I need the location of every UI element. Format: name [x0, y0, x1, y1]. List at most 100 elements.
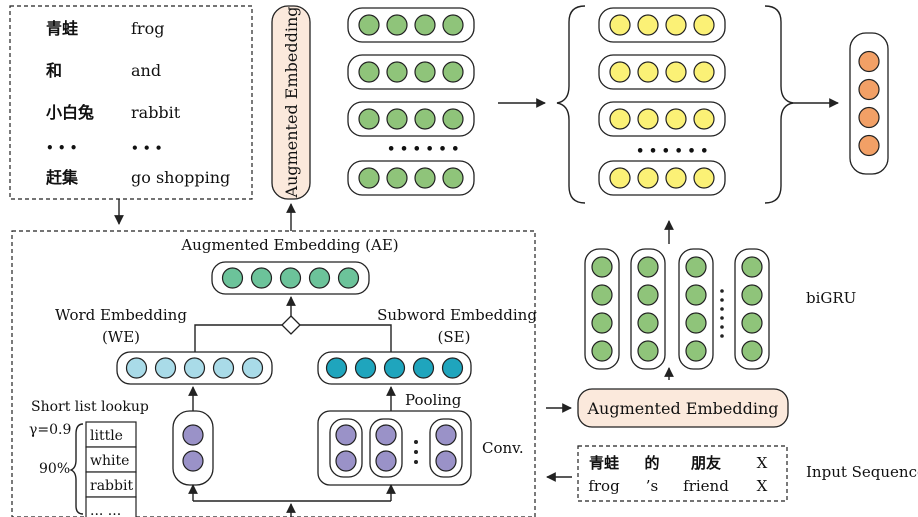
bigru-col-node	[741, 256, 763, 278]
bigru-col-node	[685, 312, 707, 334]
vocab-en-1: and	[131, 61, 161, 80]
vocab-zh-1: 和	[46, 61, 62, 80]
we-node	[241, 357, 264, 379]
green-row-node	[414, 14, 436, 36]
augmented-vertical-label: Augmented Embedding	[282, 7, 301, 199]
output-col-node	[858, 106, 880, 129]
we-node	[183, 357, 206, 379]
green-row-node	[442, 61, 464, 83]
input-zh-token: 青蛙	[589, 454, 619, 472]
ae-node	[337, 267, 360, 289]
conv-label: Conv.	[482, 439, 524, 457]
bigru-col-node	[637, 284, 659, 306]
se-node	[441, 357, 464, 379]
bigru-col-node	[591, 256, 613, 278]
green-row-node	[358, 167, 380, 189]
green-row-frame	[347, 7, 475, 43]
yellow-row-node	[637, 61, 659, 83]
word-embedding-row	[116, 351, 273, 385]
subword-embedding-row	[317, 351, 472, 385]
yellow-row-node	[665, 167, 687, 189]
ae-node	[279, 267, 302, 289]
ae-node	[250, 267, 273, 289]
bigru-col-frame	[630, 248, 666, 370]
se-abbr: (SE)	[438, 328, 471, 346]
short-list-word: white	[90, 453, 129, 469]
vocab-zh-4: 赶集	[45, 168, 79, 187]
combine-diamond	[281, 315, 301, 335]
yellow-embedding-rows	[598, 7, 726, 196]
short-list-word: little	[90, 428, 123, 444]
yellow-row-node	[609, 167, 631, 189]
bigru-col-frame	[678, 248, 714, 370]
yellow-row-node	[693, 108, 715, 130]
left-brace	[556, 5, 586, 204]
yellow-row-node	[693, 167, 715, 189]
augmented-embedding-box: Augmented Embedding	[577, 388, 789, 428]
green-embedding-rows	[347, 7, 475, 196]
we-lookup-node	[182, 450, 204, 472]
augmented-module-frame	[11, 230, 536, 517]
short-list-cell	[85, 496, 137, 517]
conv-pill-node	[375, 424, 397, 446]
input-sequence-label: Input Sequence	[806, 463, 918, 481]
se-node	[325, 357, 348, 379]
yellow-row-frame	[598, 54, 726, 90]
bigru-col-node	[685, 256, 707, 278]
conv-vertical-dots	[414, 440, 418, 464]
augmented-box-label: Augmented Embedding	[587, 399, 779, 418]
vocab-en-3: • • •	[131, 141, 162, 155]
green-row-node	[358, 108, 380, 130]
output-col-node	[858, 78, 880, 101]
bigru-col-frame	[734, 248, 770, 370]
conv-pill-node	[335, 424, 357, 446]
green-row-node	[386, 61, 408, 83]
input-en-token: ’s	[646, 477, 658, 495]
yellow-row-node	[693, 14, 715, 36]
we-title: Word Embedding	[55, 306, 187, 324]
we-node	[154, 357, 177, 379]
green-row-node	[442, 14, 464, 36]
vocab-zh-2: 小白兔	[46, 103, 94, 122]
output-col-node	[858, 134, 880, 157]
green-row-frame	[347, 101, 475, 137]
we-abbr: (WE)	[102, 328, 140, 346]
we-lookup-node	[182, 424, 204, 446]
green-row-node	[414, 61, 436, 83]
yellow-row-node	[637, 14, 659, 36]
ae-node	[308, 267, 331, 289]
bigru-col-node	[637, 312, 659, 334]
yellow-row-node	[693, 61, 715, 83]
bigru-col-node	[591, 284, 613, 306]
we-lookup-frame	[172, 410, 214, 486]
vocab-en-2: rabbit	[131, 103, 181, 122]
we-connector	[194, 324, 282, 352]
we-node	[212, 357, 235, 379]
ae-node	[221, 267, 244, 289]
bigru-col-node	[591, 340, 613, 362]
green-row-frame	[347, 160, 475, 196]
output-col-node	[858, 50, 880, 73]
short-list-label: Short list lookup	[31, 399, 149, 415]
input-zh-token: 的	[644, 454, 659, 472]
bigru-col-node	[685, 340, 707, 362]
vocab-box: 青蛙 frog 和 and 小白兔 rabbit • • • • • • 赶集 …	[9, 5, 253, 200]
short-list-brace	[69, 423, 84, 515]
short-list-cell	[85, 471, 137, 498]
yellow-row-node	[665, 108, 687, 130]
bigru-col-node	[637, 340, 659, 362]
yellow-row-node	[665, 14, 687, 36]
bigru-col-node	[741, 284, 763, 306]
se-node	[383, 357, 406, 379]
conv-pills	[329, 418, 463, 478]
vocab-zh-3: • • •	[46, 141, 77, 155]
input-sequence-frame	[577, 445, 788, 502]
bigru-col-node	[685, 284, 707, 306]
green-dots: • • • • • •	[387, 142, 459, 157]
yellow-row-node	[609, 61, 631, 83]
green-row-node	[358, 14, 380, 36]
augmented-embedding-vertical: Augmented Embedding	[271, 5, 311, 200]
conv-pill-node	[335, 450, 357, 472]
yellow-row-node	[609, 14, 631, 36]
